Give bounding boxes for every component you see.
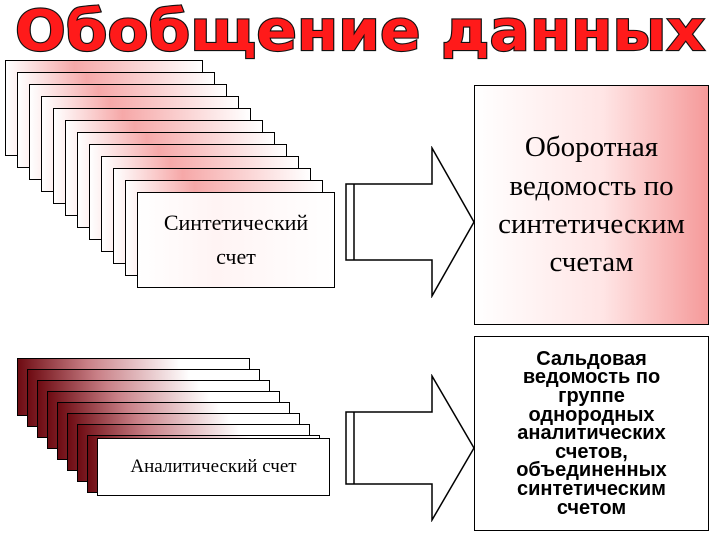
balance-statement-box: Сальдовая ведомость по группе однородных…	[474, 336, 709, 531]
slide-title-text: Обобщение данных	[15, 0, 705, 62]
synthetic-account-label: Синтетический счет	[163, 209, 309, 269]
analytic-account-label: Аналитический счет	[130, 456, 297, 477]
analytic-account-card: Аналитический счет	[97, 438, 330, 496]
arrow-to-balance-icon	[345, 374, 475, 522]
turnover-statement-box: Оборотная ведомость по синтетическим сче…	[474, 85, 709, 325]
balance-statement-label: Сальдовая ведомость по группе однородных…	[516, 347, 667, 519]
synthetic-account-card: Синтетический счет	[137, 192, 335, 288]
arrow-to-turnover-icon	[345, 146, 475, 298]
turnover-statement-label: Оборотная ведомость по синтетическим сче…	[498, 131, 685, 279]
slide-title: Обобщение данных	[0, 0, 720, 62]
